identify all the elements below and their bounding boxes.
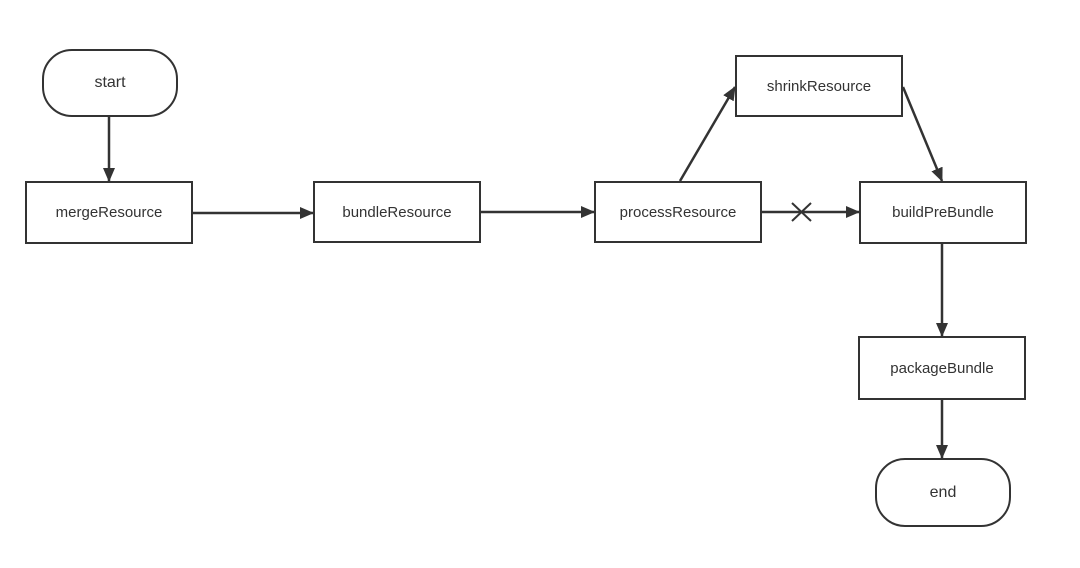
edge-shrink-to-build	[901, 86, 944, 182]
cross-mark-icon	[791, 202, 812, 222]
edge-process-to-shrink	[678, 86, 737, 182]
end-node-label: end	[929, 483, 957, 501]
bundle-resource-label: bundleResource	[342, 203, 452, 221]
process-resource-node: processResource	[594, 181, 762, 243]
bundle-resource-node: bundleResource	[313, 181, 481, 243]
shrink-resource-node: shrinkResource	[735, 55, 903, 117]
package-bundle-node: packageBundle	[858, 336, 1026, 400]
build-pre-bundle-label: buildPreBundle	[892, 204, 994, 221]
end-node: end	[875, 458, 1011, 527]
package-bundle-label: packageBundle	[890, 359, 994, 377]
shrink-resource-label: shrinkResource	[766, 77, 872, 95]
start-node-label: start	[94, 74, 126, 91]
start-node: start	[42, 49, 178, 117]
process-resource-label: processResource	[619, 203, 737, 221]
merge-resource-node: mergeResource	[25, 181, 193, 244]
build-pre-bundle-node: buildPreBundle	[859, 181, 1027, 244]
merge-resource-label: mergeResource	[55, 204, 163, 221]
